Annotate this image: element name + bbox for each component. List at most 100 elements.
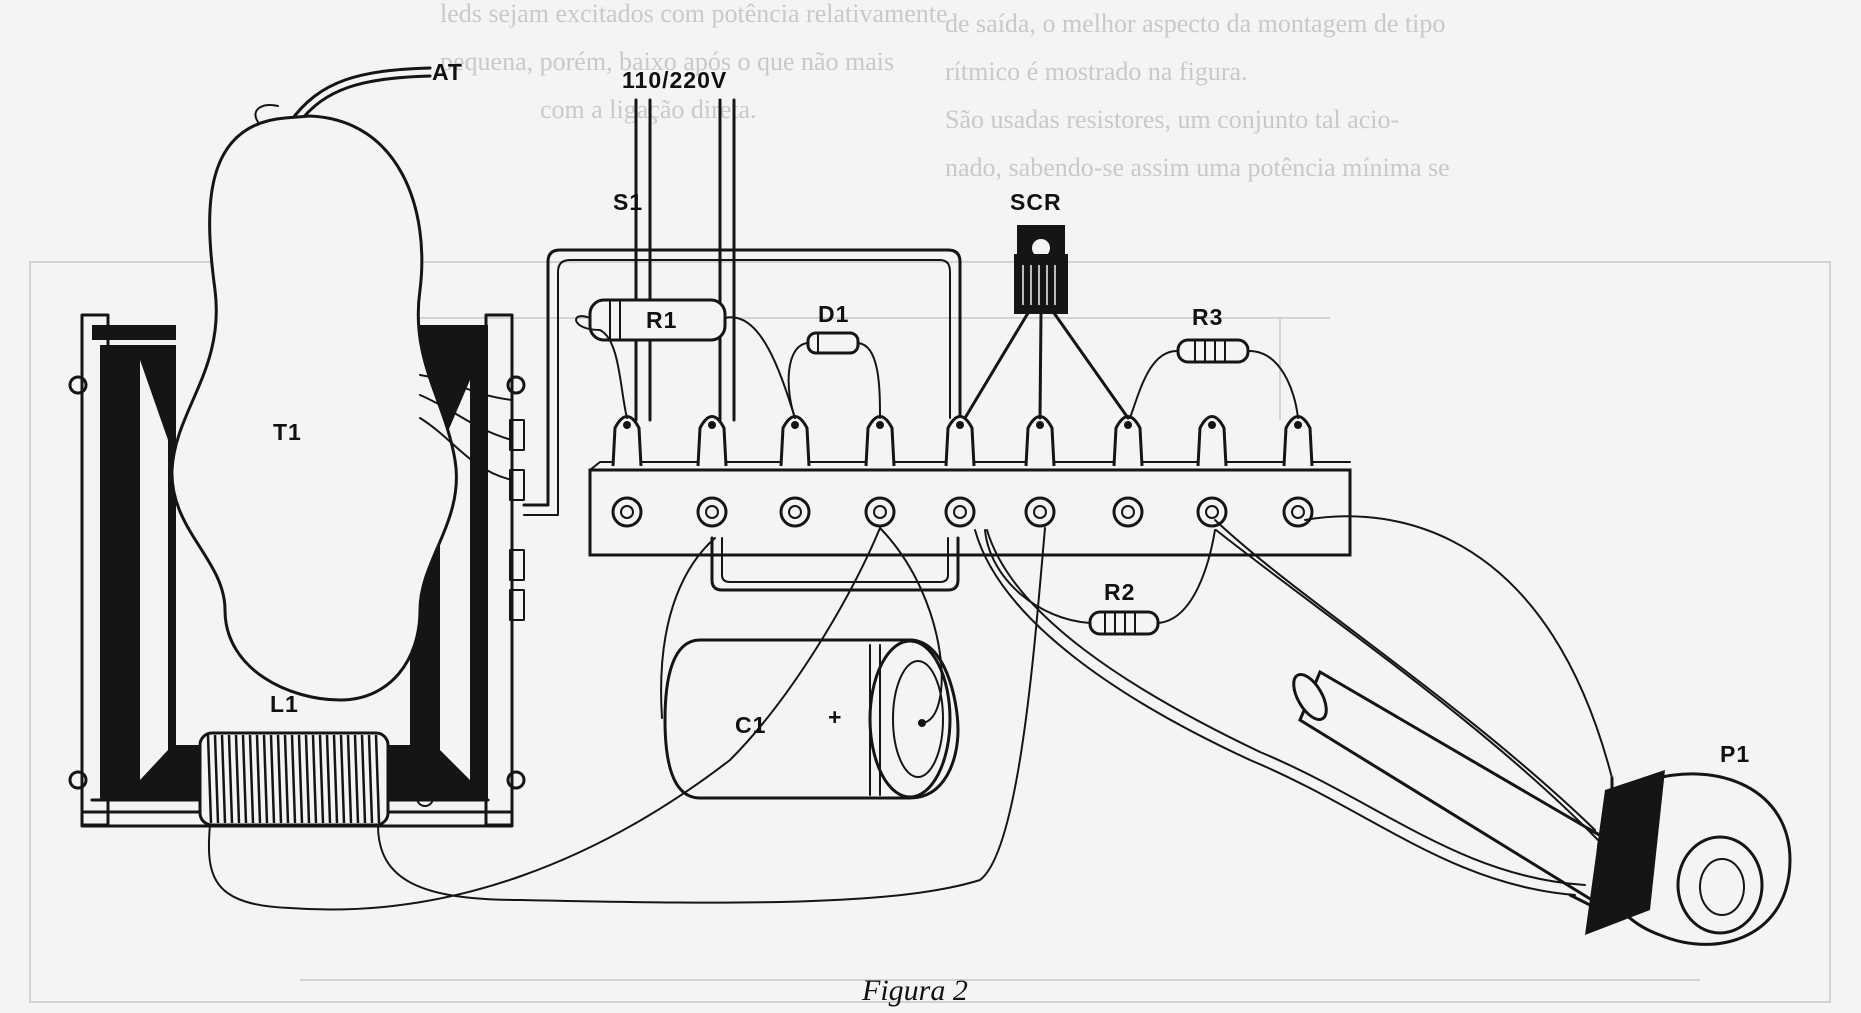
terminal-lug [696, 415, 728, 467]
r1-lead-left [575, 315, 628, 419]
coil-turn [325, 734, 332, 824]
terminal-screw [864, 496, 896, 528]
coil-turn [255, 734, 262, 824]
terminal-screw [944, 496, 976, 528]
r2-label: R2 [1104, 579, 1135, 605]
coil-turn [241, 734, 248, 824]
coil-turn [318, 734, 325, 824]
p1-label: P1 [1720, 741, 1750, 767]
terminal-lug-hole [876, 421, 884, 429]
terminal-lug-hole [791, 421, 799, 429]
bleed-text-col2-line1: de saída, o melhor aspecto da montagem d… [945, 9, 1445, 38]
coil-turn [206, 734, 213, 824]
frame-screw-top-right [506, 375, 526, 395]
bleed-text-col1-line1: leds sejam excitados com potência relati… [440, 0, 948, 28]
terminal-lug [1196, 415, 1228, 467]
p1-shaft-end [1292, 673, 1328, 721]
d1-lead-left [787, 342, 809, 419]
frame-screw-bottom-left [68, 770, 88, 790]
coil-turn [276, 734, 283, 824]
t1-label: T1 [273, 419, 302, 445]
coil-turn [297, 734, 304, 824]
c1-positive-lead [879, 527, 943, 724]
wire-l1-to-strip [207, 527, 881, 911]
terminal-screw-center [953, 505, 967, 519]
coil-turn [367, 734, 374, 824]
diode-d1: D1 [787, 301, 881, 419]
frame-screw-top-left [68, 375, 88, 395]
terminal-tab-4 [509, 589, 525, 621]
scr-lead-g [1038, 311, 1043, 420]
coil-turn [227, 734, 234, 824]
d1-body [806, 331, 860, 355]
coil-turn [262, 734, 269, 824]
terminal-screw-center [788, 505, 802, 519]
r2-bands [1104, 611, 1136, 635]
terminal-screw-center [873, 505, 887, 519]
terminal-lug-hole [1124, 421, 1132, 429]
mains-label: 110/220V [622, 67, 727, 93]
terminal-tab-2 [509, 469, 525, 501]
bleed-text-col1-line3: com a ligação direta. [540, 95, 757, 124]
terminal-lug-hole [956, 421, 964, 429]
r3-label: R3 [1192, 304, 1223, 330]
jumper-bottom-a [710, 536, 960, 592]
p1-shaft [1298, 669, 1627, 908]
coil-l1: L1 [198, 691, 390, 827]
p1-back-plate [1585, 770, 1665, 935]
terminal-screw [1196, 496, 1228, 528]
r1-label: R1 [646, 307, 677, 333]
terminal-screw [1282, 496, 1314, 528]
jumper-bottom-a-inner [721, 537, 949, 583]
terminal-screw [696, 496, 728, 528]
scr-tab-hole [1032, 239, 1050, 257]
p1-wire-mid-b [1215, 529, 1599, 841]
r3-body [1176, 338, 1250, 364]
jumper-t1-scr [522, 248, 962, 507]
t1-lead-2 [419, 394, 513, 441]
coil-turn [374, 734, 381, 824]
t1-lead-3 [419, 417, 513, 481]
r3-lead-right [1247, 349, 1299, 419]
capacitor-c1: C1 + [660, 527, 960, 800]
r2-lead-left [984, 529, 1091, 624]
terminal-lug-hole [708, 421, 716, 429]
scr-lead-k [963, 311, 1030, 420]
coil-turn [339, 734, 346, 824]
scr-body-hatch [1022, 265, 1056, 305]
terminal-tab-1 [509, 419, 525, 451]
core-left-slot [140, 360, 168, 780]
coil-turn [304, 734, 311, 824]
r1-band [609, 299, 621, 341]
c1-negative-lead [660, 537, 716, 719]
p1-bushing [1676, 835, 1764, 935]
c1-sleeve-edge [869, 644, 881, 796]
resistor-r3: R3 [1129, 304, 1299, 419]
coil-turn [311, 734, 318, 824]
coil-turn [220, 734, 227, 824]
r3-lead-left [1129, 349, 1179, 419]
scr: SCR [963, 189, 1130, 420]
terminal-screw-center [1205, 505, 1219, 519]
d1-label: D1 [818, 301, 849, 327]
p1-terminals [1568, 776, 1614, 907]
at-cable [288, 66, 432, 124]
terminal-lugs [611, 415, 1314, 528]
terminal-lug-hole [1294, 421, 1302, 429]
r1-body [588, 298, 727, 342]
coil-turn [360, 734, 367, 824]
frame-screw-bottom-right [506, 770, 526, 790]
bleed-frame [29, 261, 1831, 1003]
terminal-screw-center [705, 505, 719, 519]
background-bleed-text: leds sejam excitados com potência relati… [29, 0, 1831, 1003]
terminal-screw-center [620, 505, 634, 519]
terminal-screw-center [1033, 505, 1047, 519]
coil-turn [269, 734, 276, 824]
figure-caption: Figura 2 [861, 974, 968, 1007]
r2-lead-right [1157, 529, 1216, 624]
terminal-strip-top-edge [589, 461, 1351, 471]
scr-lead-a [1052, 311, 1130, 420]
jumper-t1-scr-inner [523, 259, 951, 516]
